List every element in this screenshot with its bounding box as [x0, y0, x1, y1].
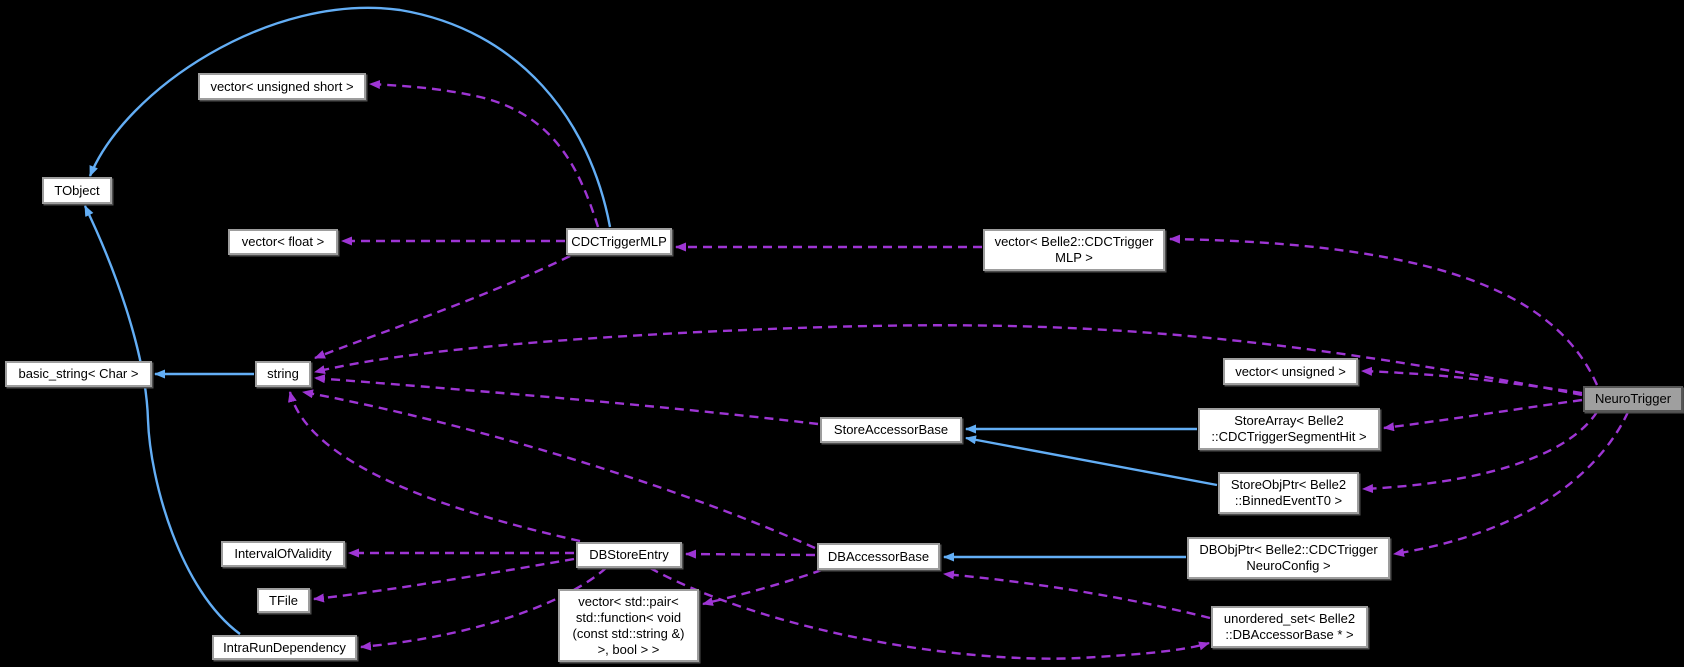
- edge-store_objptr-to-store_accessor: [965, 435, 1218, 487]
- edge-cdctriggermlp-to-vec_ushort: [369, 80, 600, 228]
- node-label: string: [267, 366, 299, 381]
- node-label: vector< std::pair<: [578, 593, 679, 609]
- node-label: DBObjPtr< Belle2::CDCTrigger: [1199, 542, 1378, 557]
- node-label: StoreAccessorBase: [833, 422, 949, 437]
- node-label: TFile: [269, 592, 298, 608]
- node-store_accessor[interactable]: StoreAccessorBase: [820, 417, 962, 443]
- edge-dbaccessor-to-dbstore_entry: [685, 549, 816, 559]
- node-vec_ushort[interactable]: vector< unsigned short >: [198, 73, 366, 100]
- edge-unordered-to-dbaccessor: [943, 570, 1211, 620]
- node-label: unordered_set< Belle2: [1223, 611, 1356, 626]
- node-vec_float[interactable]: vector< float >: [228, 229, 338, 255]
- node-tfile[interactable]: TFile: [257, 588, 310, 613]
- node-label: ::DBAccessorBase * >: [1225, 627, 1354, 642]
- edge-intrarun-to-tobject: [83, 205, 241, 635]
- node-label: StoreObjPtr< Belle2: [1230, 477, 1347, 492]
- edge-dbstore_entry-to-unordered: [649, 566, 1210, 660]
- edge-neurotrigger-to-store_array: [1383, 398, 1583, 432]
- node-store_array[interactable]: StoreArray< Belle2::CDCTriggerSegmentHit…: [1198, 408, 1380, 450]
- edge-dbstore_entry-to-string: [288, 391, 581, 543]
- node-label: TObject: [54, 182, 100, 198]
- edge-dbaccessor-to-vec_pair: [702, 568, 823, 606]
- node-string[interactable]: string: [255, 361, 311, 387]
- node-label: ::CDCTriggerSegmentHit >: [1211, 429, 1367, 444]
- edge-cdctriggermlp-to-string: [314, 254, 571, 360]
- node-label: StoreArray< Belle2: [1234, 413, 1344, 428]
- node-label: (const std::string &): [572, 625, 685, 641]
- node-basic_string[interactable]: basic_string< Char >: [5, 361, 152, 387]
- node-label: DBAccessorBase: [827, 548, 930, 564]
- node-vec_unsigned[interactable]: vector< unsigned >: [1223, 358, 1358, 385]
- edge-neurotrigger-to-string: [314, 324, 1583, 397]
- node-label: IntraRunDependency: [223, 639, 346, 655]
- node-label: NeuroConfig >: [1246, 558, 1331, 573]
- node-tobject[interactable]: TObject: [42, 177, 112, 204]
- node-intrarun[interactable]: IntraRunDependency: [212, 635, 357, 660]
- node-label: ::BinnedEventT0 >: [1234, 493, 1343, 508]
- node-label: NeuroTrigger: [1594, 391, 1672, 406]
- node-label: IntervalOfValidity: [234, 546, 332, 561]
- node-label: vector< unsigned short >: [210, 78, 354, 94]
- node-label: DBStoreEntry: [589, 547, 669, 562]
- node-unordered[interactable]: unordered_set< Belle2::DBAccessorBase * …: [1211, 606, 1368, 648]
- node-label: vector< Belle2::CDCTrigger: [994, 234, 1154, 249]
- node-dbaccessor[interactable]: DBAccessorBase: [817, 543, 940, 570]
- edge-cdctriggermlp-to-tobject: [88, 6, 612, 228]
- edge-dbstore_entry-to-tfile: [313, 557, 575, 603]
- node-label: std::function< void: [575, 609, 682, 625]
- edge-dbstore_entry-to-intrarun: [360, 567, 607, 651]
- node-cdctriggermlp[interactable]: CDCTriggerMLP: [566, 228, 672, 255]
- node-label: >, bool > >: [597, 641, 660, 657]
- node-dbstore_entry[interactable]: DBStoreEntry: [576, 542, 682, 568]
- edge-neurotrigger-to-dbobjptr: [1393, 411, 1630, 557]
- node-store_objptr[interactable]: StoreObjPtr< Belle2::BinnedEventT0 >: [1218, 472, 1359, 514]
- node-interval[interactable]: IntervalOfValidity: [221, 541, 345, 567]
- node-label: CDCTriggerMLP: [571, 233, 667, 249]
- node-label: vector< float >: [241, 234, 325, 249]
- node-label: MLP >: [1055, 250, 1093, 265]
- edge-neurotrigger-to-store_objptr: [1362, 411, 1598, 494]
- edge-neurotrigger-to-vec_unsigned: [1361, 366, 1583, 395]
- node-vec_pair[interactable]: vector< std::pair<std::function< void(co…: [558, 589, 699, 662]
- node-neurotrigger: NeuroTrigger: [1583, 386, 1683, 412]
- node-label: vector< unsigned >: [1235, 363, 1346, 379]
- edge-store_accessor-to-string: [314, 374, 819, 426]
- node-label: basic_string< Char >: [18, 366, 139, 381]
- edge-dbaccessor-to-string: [302, 389, 816, 550]
